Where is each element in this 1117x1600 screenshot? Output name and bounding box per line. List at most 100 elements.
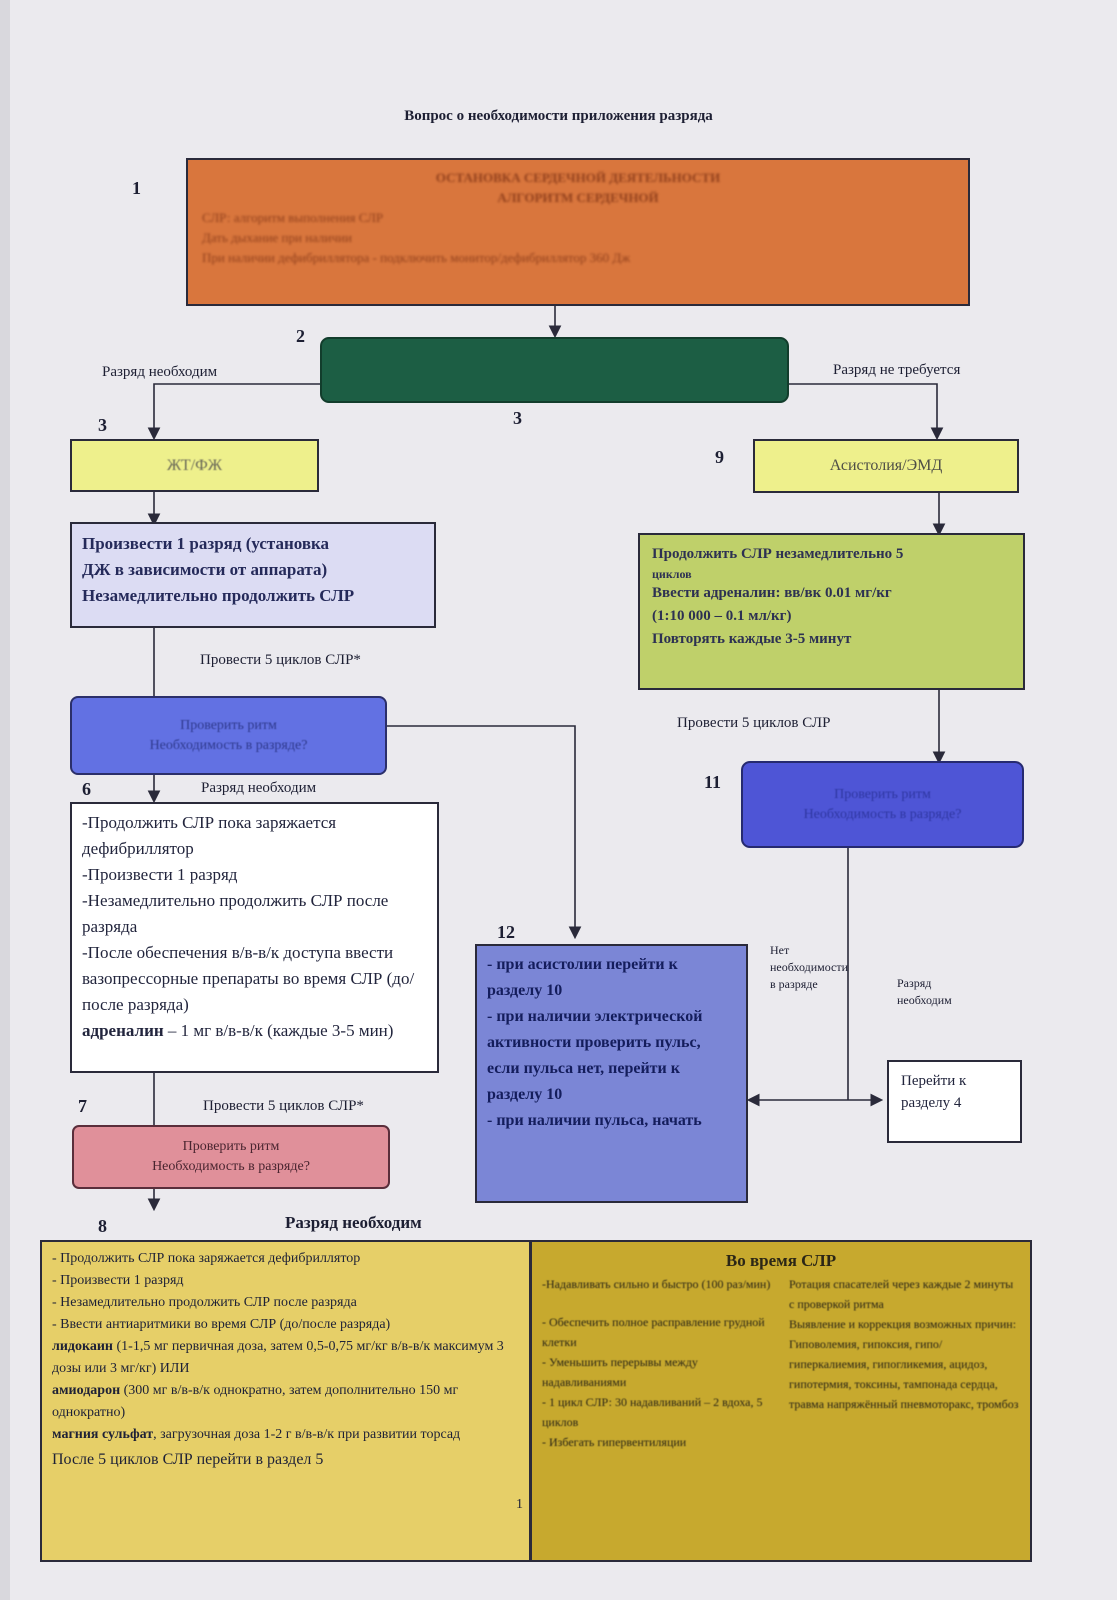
box-check-rhythm-5: Проверить ритм Необходимость в разряде? [70, 696, 387, 775]
magnesium-rest: , загрузочная доза 1-2 г в/в-в/к при раз… [153, 1427, 461, 1442]
box-continue-cpr-adrenaline: Продолжить СЛР незамедлительно 5 циклов … [638, 533, 1025, 690]
box1-line: СЛР: алгоритм выполнения СЛР [202, 210, 384, 225]
box10-line: Продолжить СЛР незамедлительно 5 [652, 546, 904, 562]
box6-item: -Продолжить СЛР пока заряжается дефибрил… [82, 813, 337, 858]
during-col1-item: -Надавливать сильно и быстро (100 раз/ми… [542, 1277, 771, 1291]
during-cpr-columns: -Надавливать сильно и быстро (100 раз/ми… [542, 1274, 1020, 1452]
box10-adr-bold: адреналин: [703, 585, 781, 601]
during-cpr-title: Во время СЛР [725, 1251, 837, 1270]
label-no-shock-needed: Нет необходимости в разряде [770, 943, 849, 991]
box1-header: ОСТАНОВКА СЕРДЕЧНОЙ ДЕЯТЕЛЬНОСТИ [435, 170, 721, 185]
box8-line: - Незамедлительно продолжить СЛР после р… [52, 1295, 357, 1310]
box-deliver-shock: Произвести 1 разряд (установка ДЖ в зави… [70, 522, 436, 628]
box8-page-mark: 1 [516, 1497, 523, 1512]
box7-line2: Необходимость в разряде? [152, 1159, 310, 1174]
box5-line1: Проверить ритм [180, 717, 277, 733]
box8-lidocaine: лидокаин (1-1,5 мг первичная доза, затем… [52, 1336, 519, 1380]
box6-adrenaline: адреналин – 1 мг в/в-в/к (каждые 3-5 мин… [82, 1018, 427, 1044]
box10-dose: (1:10 000 – 0.1 мл/кг) [652, 608, 792, 624]
box8-amiodarone: амиодарон (300 мг в/в-в/к однократно, за… [52, 1380, 519, 1424]
during-col1-item: - Избегать гипервентиляции [542, 1435, 687, 1449]
label-shock-needed-8: Разряд необходим [285, 1213, 422, 1232]
box8-final: После 5 циклов СЛР перейти в раздел 5 [52, 1451, 324, 1468]
step-number-7: 7 [78, 1096, 87, 1116]
box6-item: -Незамедлительно продолжить СЛР после ра… [82, 891, 389, 936]
box10-line: циклов [652, 567, 692, 581]
box-vt-vf: ЖТ/ФЖ [70, 439, 319, 492]
box8-line: - Ввести антиаритмики во время СЛР (до/п… [52, 1317, 391, 1332]
label-5-cycles-cpr-right: Провести 5 циклов СЛР [677, 715, 831, 731]
arrow-2-to-3 [147, 383, 322, 441]
box11-line1: Проверить ритм [834, 786, 931, 802]
box-cardiac-arrest: ОСТАНОВКА СЕРДЕЧНОЙ ДЕЯТЕЛЬНОСТИ АЛГОРИТ… [186, 158, 970, 306]
box6-adr-bold: адреналин [82, 1021, 164, 1040]
box10-repeat: Повторять каждые 3-5 минут [652, 631, 852, 647]
label-shock-not-needed: Разряд не требуется [833, 362, 961, 378]
box12-item: - при наличии пульса, начать [487, 1112, 702, 1129]
step-number-3: 3 [98, 415, 107, 435]
lidocaine-bold: лидокаин [52, 1339, 113, 1354]
page-title: Вопрос о необходимости приложения разряд… [404, 108, 713, 124]
box8-magnesium: магния сульфат, загрузочная доза 1-2 г в… [52, 1424, 519, 1446]
during-col2-item: Гиповолемия, гипоксия, гипо/гиперкалиеми… [789, 1337, 1019, 1411]
box4-line: ДЖ в зависимости от аппарата) [82, 560, 328, 579]
box4-line: Произвести 1 разряд (установка [82, 534, 330, 553]
box10-adrenaline-line: Ввести адреналин: вв/вк 0.01 мг/кг [652, 582, 1011, 605]
magnesium-bold: магния сульфат [52, 1427, 154, 1442]
label-shock-needed-left: Разряд необходим [102, 364, 218, 380]
box8-line: - Продолжить СЛР пока заряжается дефибри… [52, 1251, 361, 1266]
box10-adr-rest: вв/вк 0.01 мг/кг [780, 585, 892, 601]
box-asystole-pulse-check: - при асистолии перейти к разделу 10 - п… [475, 944, 748, 1203]
during-cpr-col1: -Надавливать сильно и быстро (100 раз/ми… [542, 1274, 773, 1452]
step-number-1: 1 [132, 178, 141, 198]
box6-item: -Произвести 1 разряд [82, 865, 238, 884]
label-shock-needed-right: Разряд необходим [897, 976, 952, 1007]
box12-item: - при асистолии перейти к разделу 10 [487, 956, 678, 999]
step-number-8: 8 [98, 1216, 107, 1236]
during-col1-item: - Уменьшить перерывы между надавливаниям… [542, 1355, 698, 1389]
box12-item: - при наличии электрической активности п… [487, 1008, 703, 1103]
box1-header2: АЛГОРИТМ СЕРДЕЧНОЙ [497, 190, 659, 205]
during-col1-item: - 1 цикл СЛР: 30 надавливаний – 2 вдоха,… [542, 1395, 763, 1429]
during-col2-item: Ротация спасателей через каждые 2 минуты… [789, 1277, 1014, 1311]
goto4-text: Перейти к разделу 4 [901, 1073, 967, 1111]
box-check-rhythm-11: Проверить ритм Необходимость в разряде? [741, 761, 1024, 848]
step-number-2: 2 [296, 326, 305, 346]
arrow-5-to-12 [387, 725, 582, 940]
box-check-rhythm-green [320, 337, 789, 403]
label-5-cycles-cpr-7: Провести 5 циклов СЛР* [203, 1098, 364, 1114]
arrow-2-to-9 [787, 383, 944, 441]
step-number-12: 12 [497, 922, 515, 942]
amiodarone-rest: (300 мг в/в-в/к однократно, затем дополн… [52, 1383, 459, 1420]
box6-adr-rest: – 1 мг в/в-в/к (каждые 3-5 мин) [163, 1021, 394, 1040]
box8-line: - Произвести 1 разряд [52, 1273, 184, 1288]
label-shock-needed-6: Разряд необходим [201, 780, 317, 796]
box1-line: При наличии дефибриллятора - подключить … [202, 250, 631, 265]
box-antiarrhythmics: - Продолжить СЛР пока заряжается дефибри… [40, 1240, 531, 1562]
label-5-cycles-cpr: Провести 5 циклов СЛР* [200, 652, 361, 668]
step-number-6: 6 [82, 779, 91, 799]
box-goto-section-4: Перейти к разделу 4 [887, 1060, 1022, 1143]
box1-line: Дать дыхание при наличии [202, 230, 352, 245]
step-number-9: 9 [715, 447, 724, 467]
box6-item: -После обеспечения в/в-в/к доступа ввест… [82, 943, 415, 1014]
box-asystole-label: Асистолия/ЭМД [829, 457, 943, 474]
box-during-cpr: Во время СЛР -Надавливать сильно и быстр… [530, 1240, 1032, 1562]
step-number-3-center: 3 [513, 408, 522, 428]
box5-line2: Необходимость в разряде? [149, 737, 308, 753]
during-cpr-col2: Ротация спасателей через каждые 2 минуты… [789, 1274, 1020, 1452]
box-check-rhythm-7: Проверить ритм Необходимость в разряде? [72, 1125, 390, 1189]
box-continue-cpr-shock: -Продолжить СЛР пока заряжается дефибрил… [70, 802, 439, 1073]
box10-adr-prefix: Ввести [652, 585, 704, 601]
page-edge [0, 0, 10, 1600]
box-vt-vf-label: ЖТ/ФЖ [166, 456, 223, 474]
box4-line: Незамедлительно продолжить СЛР [82, 586, 355, 605]
lidocaine-rest: (1-1,5 мг первичная доза, затем 0,5-0,75… [52, 1339, 504, 1376]
box7-line1: Проверить ритм [182, 1139, 280, 1154]
during-col2-item: Выявление и коррекция возможных причин: [789, 1317, 1017, 1331]
box-asystole-pea: Асистолия/ЭМД [753, 439, 1019, 493]
box11-line2: Необходимость в разряде? [803, 806, 962, 822]
during-col1-item: - Обеспечить полное расправление грудной… [542, 1315, 765, 1349]
amiodarone-bold: амиодарон [52, 1383, 121, 1398]
